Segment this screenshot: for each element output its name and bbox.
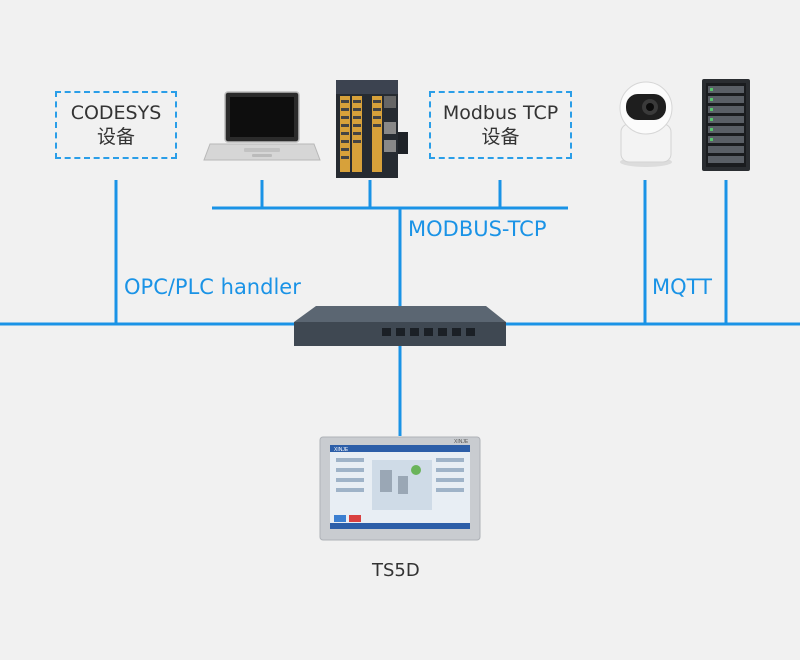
hmi-brand-right: XINJE bbox=[454, 439, 469, 445]
network-switch-icon bbox=[294, 306, 506, 346]
touch-panel-icon: XINJE XINJE bbox=[319, 436, 481, 541]
hmi-caption: TS5D bbox=[372, 560, 420, 581]
mqtt-label: MQTT bbox=[652, 275, 712, 299]
server-rack-icon bbox=[702, 79, 750, 171]
codesys-sublabel: 设备 bbox=[96, 126, 135, 148]
hmi-brand-left: XINJE bbox=[334, 447, 349, 453]
modbus-device-sublabel: 设备 bbox=[481, 126, 520, 148]
modbus-tcp-label: MODBUS-TCP bbox=[408, 217, 547, 241]
ip-camera-icon bbox=[619, 81, 673, 167]
codesys-device-box: CODESYS 设备 bbox=[55, 91, 177, 159]
codesys-label: CODESYS bbox=[70, 102, 162, 124]
modbus-device-label: Modbus TCP bbox=[442, 102, 559, 124]
modbus-device-box: Modbus TCP 设备 bbox=[429, 91, 572, 159]
laptop-icon bbox=[203, 91, 321, 161]
plc-module-icon bbox=[336, 80, 408, 178]
opc-handler-label: OPC/PLC handler bbox=[124, 275, 301, 299]
